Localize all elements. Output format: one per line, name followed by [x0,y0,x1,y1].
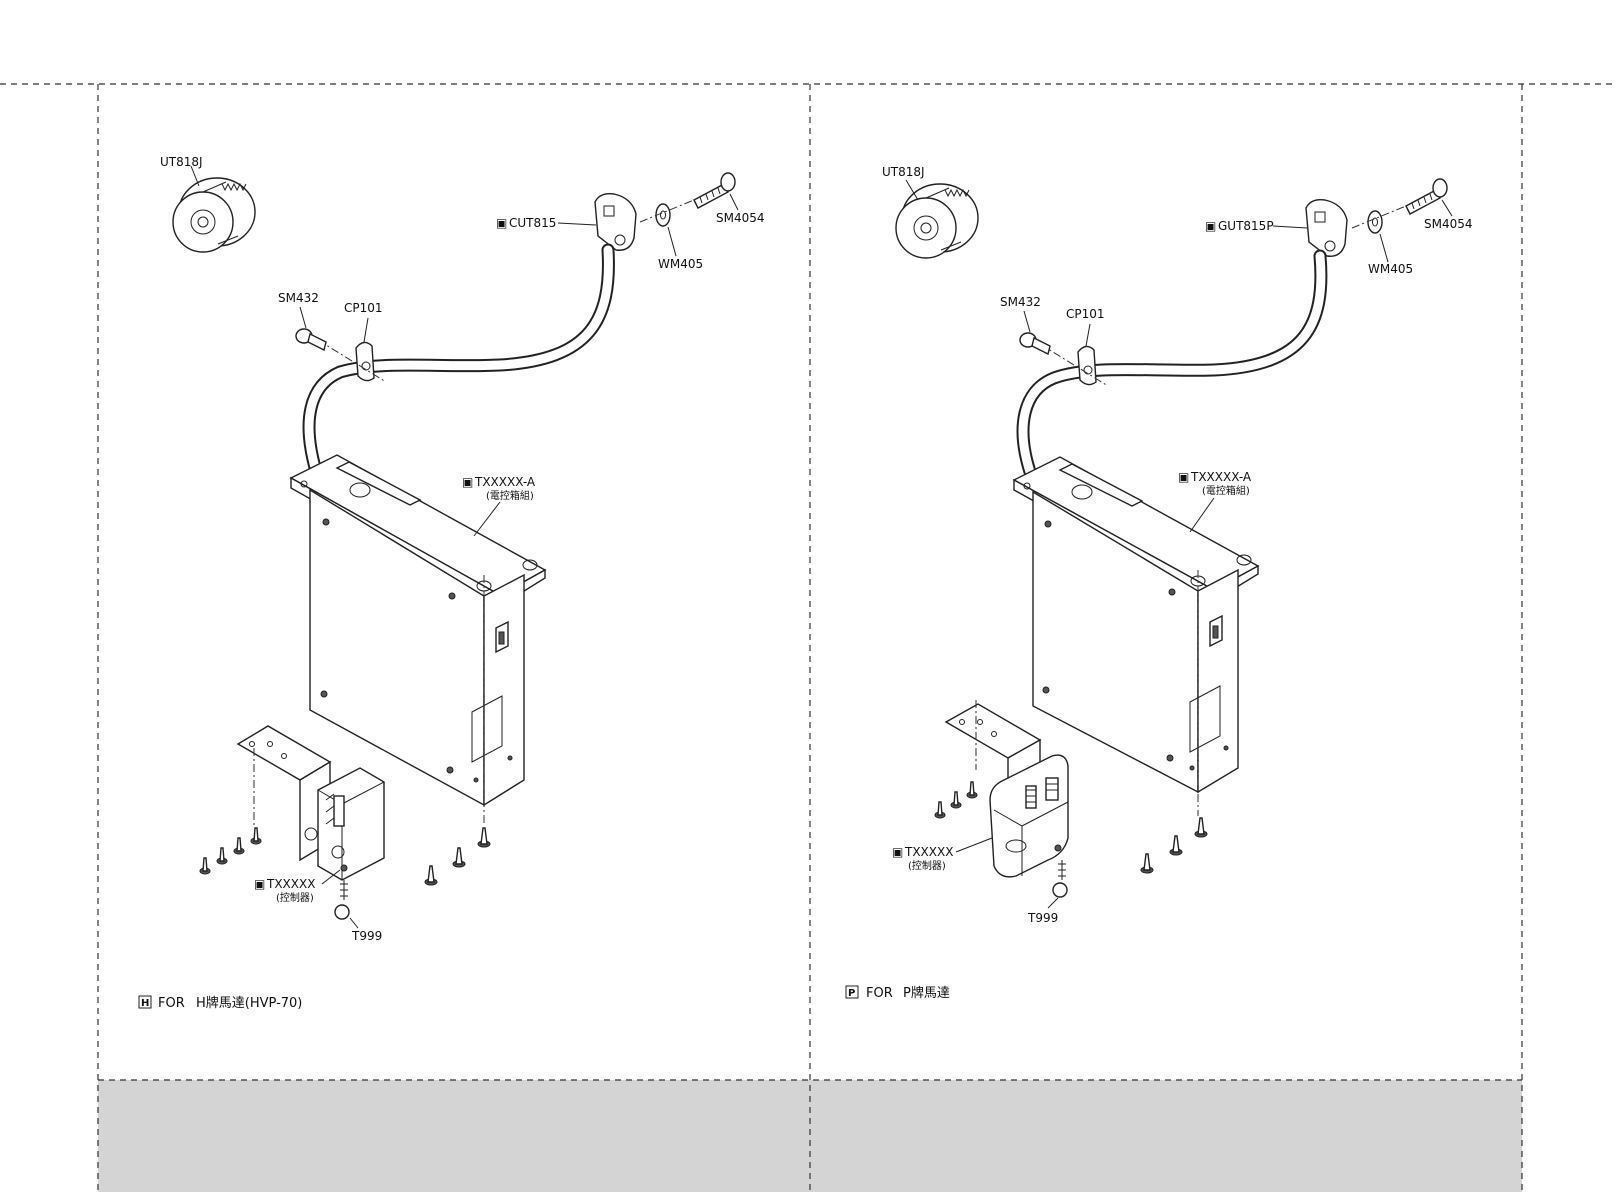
label-knob: UT818J [160,155,203,169]
label-box-sub-right: (電控箱組) [1202,484,1250,497]
label-controller-right: TXXXXX [904,845,953,859]
label-screw-clip-right: SM432 [1000,295,1041,309]
right-panel: UT818J ▣ GUT815P WM405 SM4054 [846,165,1473,1001]
label-chain-right: T999 [1027,911,1058,925]
knob-ut818j [173,178,255,252]
control-box-txxxxx-a-right [1014,457,1258,792]
left-panel: UT818J ▣ CUT815 WM405 SM4054 [139,155,765,1011]
sensor-cut815 [595,194,636,251]
screw-sm4054 [694,173,735,208]
sheet-frame [0,84,1617,1192]
label-sensor: CUT815 [509,216,556,230]
marker-h-controller: ▣ [254,877,265,891]
label-box-sub: (電控箱組) [486,489,534,502]
footnote-left: H FOR H牌馬達(HVP-70) [139,995,302,1011]
label-box-right: TXXXXX-A [1190,470,1252,484]
box-screws [425,828,490,885]
marker-p-controller: ▣ [892,845,903,859]
chain-t999-right [1053,860,1067,897]
marker-h-box: ▣ [462,475,473,489]
washer-wm405-right [1368,211,1382,233]
chain-t999 [335,880,349,919]
marker-p-box: ▣ [1178,470,1189,484]
footnote-left-text: H牌馬達(HVP-70) [196,995,302,1011]
label-screw-top-right: SM4054 [1424,217,1473,231]
label-chain: T999 [351,929,382,943]
marker-h-sensor: ▣ [496,216,507,230]
label-screw-top: SM4054 [716,211,765,225]
controller-screws [200,828,261,874]
footer-band-right [810,1080,1522,1192]
label-box: TXXXXX-A [474,475,536,489]
screw-sm4054-right [1406,179,1447,214]
label-controller: TXXXXX [266,877,315,891]
knob-ut818j-right [896,184,978,258]
controller-txxxxx [238,726,384,880]
controller-txxxxx-right [946,704,1068,877]
label-clip: CP101 [344,301,383,315]
label-controller-sub-right: (控制器) [908,859,946,872]
label-sensor-right: GUT815P [1218,219,1274,233]
label-clip-right: CP101 [1066,307,1105,321]
footnote-right-text: P牌馬達 [903,985,950,1001]
sensor-gut815p [1306,200,1347,257]
screw-sm432 [296,329,326,350]
footnote-right-prefix: FOR [866,986,893,1001]
label-washer: WM405 [658,257,703,271]
box-screws-right [1141,818,1207,873]
clip-cp101-right [1078,346,1096,384]
footnote-left-prefix: FOR [158,996,185,1011]
screw-sm432-right [1020,333,1050,354]
footnote-left-marker: H [141,998,149,1009]
label-controller-sub: (控制器) [276,891,314,904]
marker-p-sensor: ▣ [1205,219,1216,233]
footnote-right: P FOR P牌馬達 [846,985,950,1001]
label-screw-clip: SM432 [278,291,319,305]
controller-screws-right [935,782,977,818]
control-box-txxxxx-a [291,455,545,805]
label-knob-right: UT818J [882,165,925,179]
footnote-right-marker: P [848,988,855,999]
label-washer-right: WM405 [1368,262,1413,276]
footer-band-left [98,1080,810,1192]
clip-cp101 [356,342,374,380]
